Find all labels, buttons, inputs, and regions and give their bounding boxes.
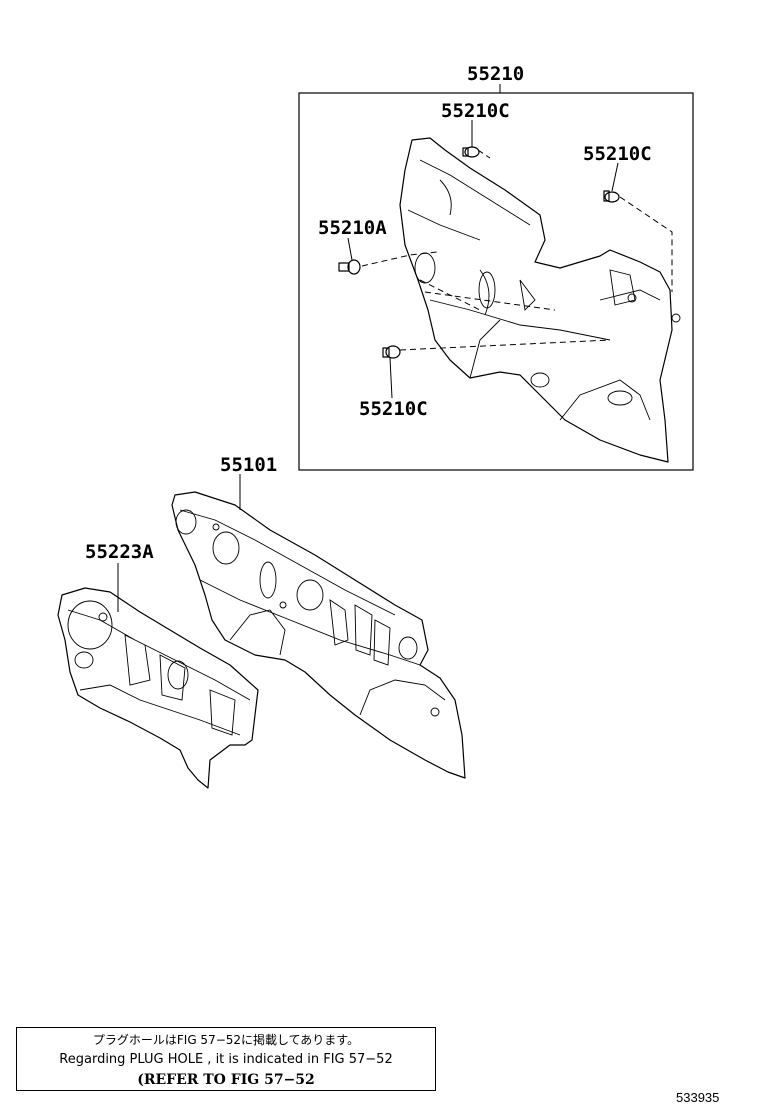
- note-reference: (REFER TO FIG 57−52: [137, 1072, 315, 1088]
- leader-clip-bottom: [389, 357, 393, 399]
- leader-clip-right: [611, 162, 619, 192]
- leader-clip-left: [347, 237, 353, 261]
- label-panel: 55101: [220, 454, 277, 476]
- label-clip-bottom: 55210C: [359, 398, 428, 420]
- label-assembly: 55210: [467, 63, 524, 85]
- dash-panel-assembly-drawing: [399, 137, 681, 463]
- clip-55210a-left: [338, 259, 361, 275]
- note-japanese: プラグホールはFIG 57−52に掲載してあります。: [92, 1033, 360, 1047]
- label-clip-left: 55210A: [318, 217, 387, 239]
- label-clip-top: 55210C: [441, 100, 510, 122]
- dash-panel-drawing: [171, 491, 466, 779]
- installation-dash-lines: [361, 149, 673, 351]
- clip-55210c-top: [462, 146, 480, 158]
- assembly-frame: [298, 92, 694, 471]
- note-english: Regarding PLUG HOLE , it is indicated in…: [59, 1052, 393, 1067]
- clip-55210c-right: [603, 190, 620, 203]
- note-box: プラグホールはFIG 57−52に掲載してあります。 Regarding PLU…: [16, 1027, 436, 1091]
- label-insulator: 55223A: [85, 541, 154, 563]
- clip-55210c-bottom: [382, 345, 401, 359]
- label-clip-right: 55210C: [583, 143, 652, 165]
- catalog-id: 533935: [676, 1090, 720, 1105]
- dash-insulator-drawing: [57, 587, 259, 789]
